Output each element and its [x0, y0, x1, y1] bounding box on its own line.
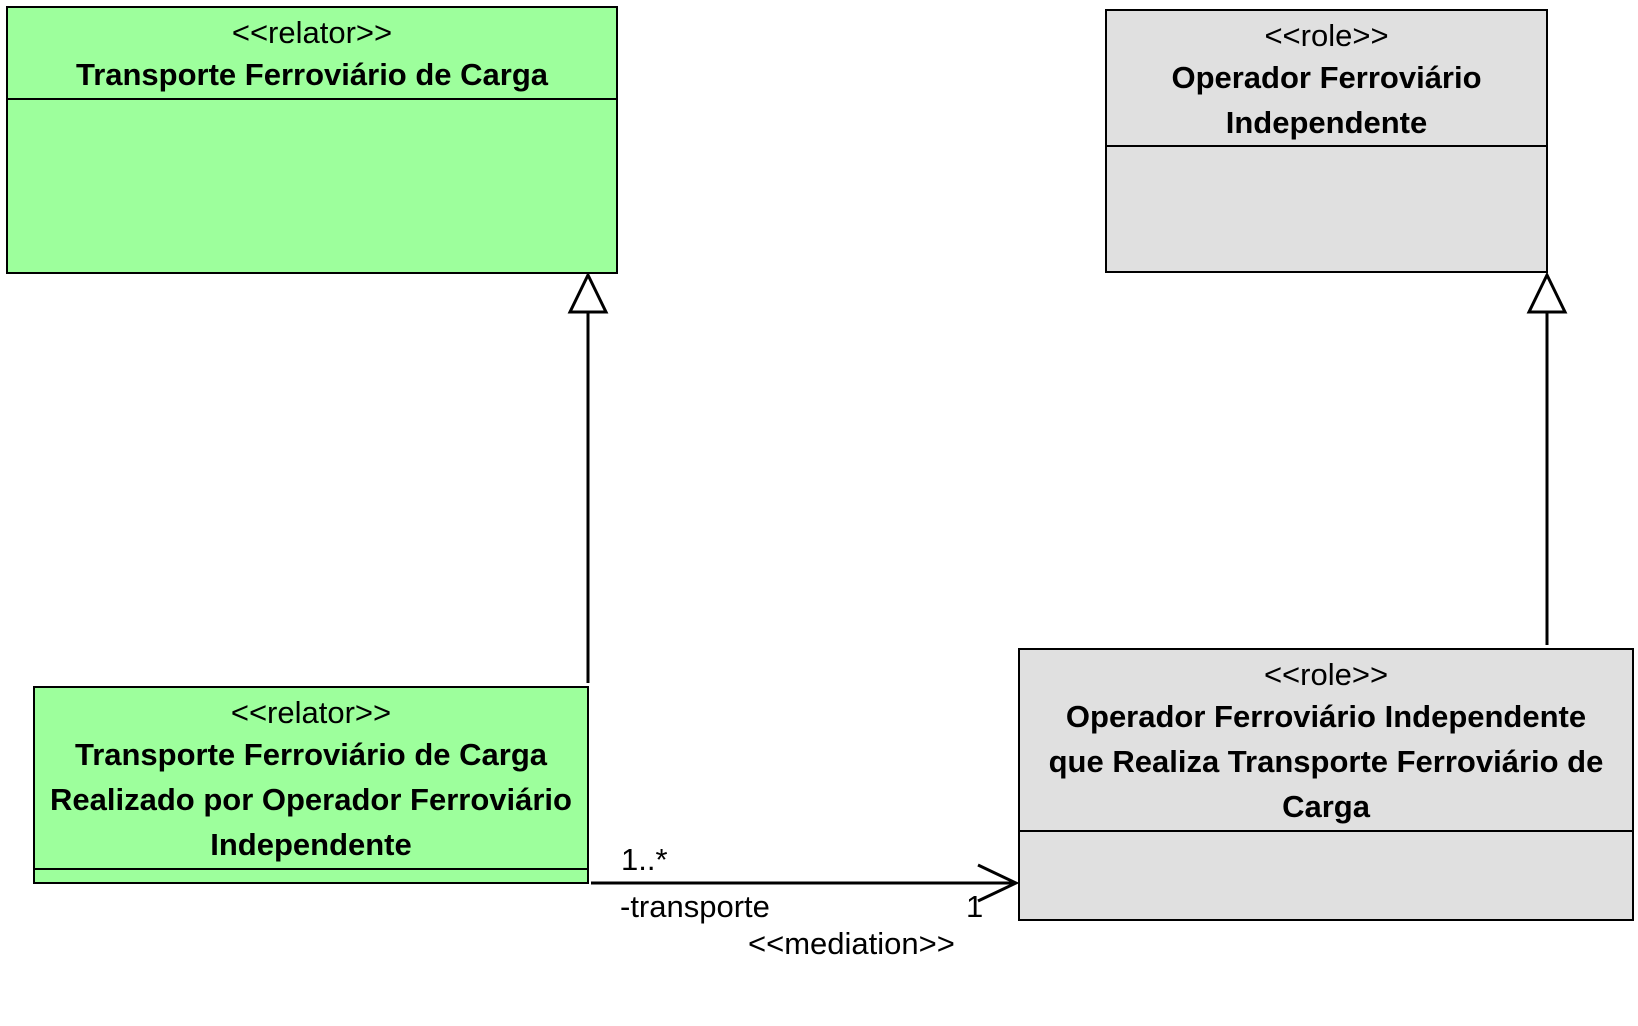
association-arrowhead	[977, 863, 1020, 903]
class-stereotype: <<relator>>	[230, 695, 392, 730]
class-header: <<relator>> Transporte Ferroviário de Ca…	[35, 688, 587, 870]
relator-class-transporte[interactable]: <<relator>> Transporte Ferroviário de Ca…	[6, 6, 618, 274]
association-stereotype-label: <<mediation>>	[748, 926, 955, 961]
class-attributes	[8, 100, 616, 272]
source-multiplicity-label: 1..*	[621, 842, 668, 877]
class-attributes	[1020, 832, 1632, 919]
class-name: Operador Ferroviário Independente que Re…	[1048, 699, 1604, 824]
source-role-label: -transporte	[620, 889, 770, 924]
class-name: Transporte Ferroviário de Carga	[75, 57, 549, 92]
mediation-association[interactable]	[591, 863, 1020, 903]
generalization-arrowhead	[1526, 271, 1568, 314]
class-stereotype: <<relator>>	[231, 15, 393, 50]
class-name: Transporte Ferroviário de Carga Realizad…	[50, 737, 572, 862]
class-stereotype: <<role>>	[1263, 657, 1389, 692]
role-class-operador[interactable]: <<role>> Operador Ferroviário Independen…	[1105, 9, 1548, 273]
class-attributes	[35, 870, 587, 882]
class-name: Operador Ferroviário Independente	[1171, 60, 1482, 140]
generalization-role[interactable]	[1526, 271, 1568, 645]
relator-class-transporte-realizado[interactable]: <<relator>> Transporte Ferroviário de Ca…	[33, 686, 589, 884]
generalization-relator[interactable]	[567, 271, 609, 683]
class-header: <<relator>> Transporte Ferroviário de Ca…	[8, 8, 616, 100]
role-class-operador-que-realiza[interactable]: <<role>> Operador Ferroviário Independen…	[1018, 648, 1634, 921]
class-header: <<role>> Operador Ferroviário Independen…	[1107, 11, 1546, 147]
target-multiplicity-label: 1	[966, 889, 984, 924]
generalization-arrowhead	[567, 271, 609, 314]
class-stereotype: <<role>>	[1264, 18, 1389, 53]
class-header: <<role>> Operador Ferroviário Independen…	[1020, 650, 1632, 832]
class-attributes	[1107, 147, 1546, 271]
